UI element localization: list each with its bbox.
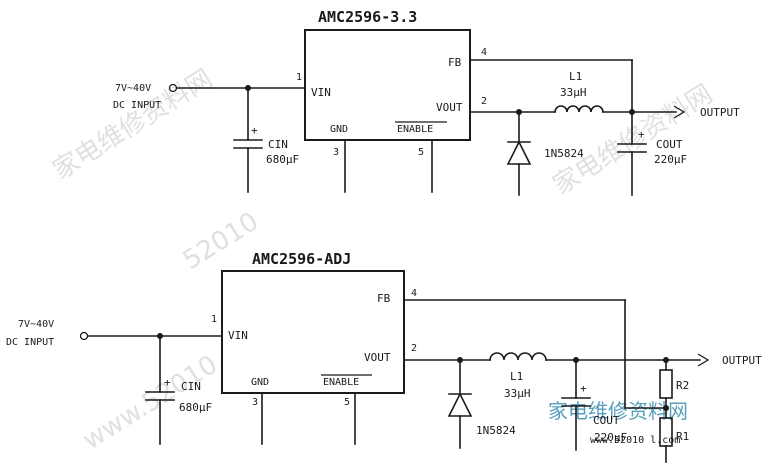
top-pin1-number: 1 — [296, 72, 302, 83]
bottom-pin4-number: 4 — [411, 288, 417, 299]
top-pin-enable-label: ENABLE — [397, 124, 433, 135]
bottom-fb-node — [663, 405, 669, 411]
bottom-inductor-name: L1 — [510, 370, 523, 383]
bottom-cin-value: 680μF — [179, 401, 212, 414]
top-pin2-number: 2 — [481, 96, 487, 107]
bottom-pin5-number: 5 — [344, 397, 350, 408]
top-pin-vout-label: VOUT — [436, 101, 463, 114]
top-pin4-number: 4 — [481, 47, 487, 58]
bottom-cout-name: COUT — [593, 414, 620, 427]
watermark-logo-text: 家电维修资料网 — [548, 399, 688, 423]
top-diode-label: 1N5824 — [544, 147, 584, 160]
bottom-diode-triangle — [447, 392, 473, 417]
top-pin-vin-label: VIN — [311, 86, 331, 99]
bottom-pin3-number: 3 — [252, 397, 258, 408]
bottom-inductor-value: 33μH — [504, 387, 531, 400]
bottom-output-label: OUTPUT — [722, 354, 762, 367]
watermark-logo-url: www.52010 l.com — [590, 435, 680, 446]
bottom-input-label: DC INPUT — [6, 337, 54, 348]
top-inductor-name: L1 — [569, 70, 582, 83]
top-output-arrow — [673, 105, 686, 119]
bottom-r2-body — [659, 369, 673, 399]
bottom-pin-enable-label: ENABLE — [323, 377, 359, 388]
top-pin5-number: 5 — [418, 147, 424, 158]
watermark-number: 52010 — [178, 207, 264, 276]
bottom-circuit: AMC2596-ADJ VIN FB VOUT GND ENABLE 1 4 2… — [6, 250, 762, 463]
bottom-cout-plus: + — [580, 382, 587, 395]
bottom-cin-plus: + — [164, 376, 171, 389]
bottom-pin2-number: 2 — [411, 343, 417, 354]
top-cout-plus: + — [638, 128, 645, 141]
top-circuit: AMC2596-3.3 VIN FB VOUT GND ENABLE 1 4 2… — [113, 8, 740, 196]
bottom-r1-label: R1 — [676, 430, 689, 443]
bottom-pin-vout-label: VOUT — [364, 351, 391, 364]
bottom-pin-fb-label: FB — [377, 292, 391, 305]
bottom-inductor-l1 — [489, 352, 547, 361]
top-cin-value: 680μF — [266, 153, 299, 166]
top-input-label: DC INPUT — [113, 100, 161, 111]
top-pin3-number: 3 — [333, 147, 339, 158]
top-inductor-l1 — [554, 105, 604, 113]
top-pin-fb-label: FB — [448, 56, 462, 69]
bottom-pin-vin-label: VIN — [228, 329, 248, 342]
bottom-r2-label: R2 — [676, 379, 689, 392]
bottom-cout-value: 220μF — [594, 431, 627, 444]
bottom-ic-box — [221, 270, 405, 394]
bottom-output-arrow — [697, 353, 710, 367]
bottom-title: AMC2596-ADJ — [252, 250, 351, 268]
top-title: AMC2596-3.3 — [318, 8, 417, 26]
bottom-pin1-number: 1 — [211, 314, 217, 325]
top-inductor-value: 33μH — [560, 86, 587, 99]
top-cin-plus: + — [251, 124, 258, 137]
top-cout-value: 220μF — [654, 153, 687, 166]
top-input-voltage: 7V~40V — [115, 83, 151, 94]
bottom-diode-label: 1N5824 — [476, 424, 516, 437]
bottom-input-voltage: 7V~40V — [18, 319, 54, 330]
top-output-label: OUTPUT — [700, 106, 740, 119]
top-cin-name: CIN — [268, 138, 288, 151]
top-diode-triangle — [506, 140, 532, 165]
bottom-cin-name: CIN — [181, 380, 201, 393]
bottom-pin-gnd-label: GND — [251, 377, 269, 388]
top-pin-gnd-label: GND — [330, 124, 348, 135]
top-cout-name: COUT — [656, 138, 683, 151]
bottom-input-terminal — [79, 331, 89, 341]
